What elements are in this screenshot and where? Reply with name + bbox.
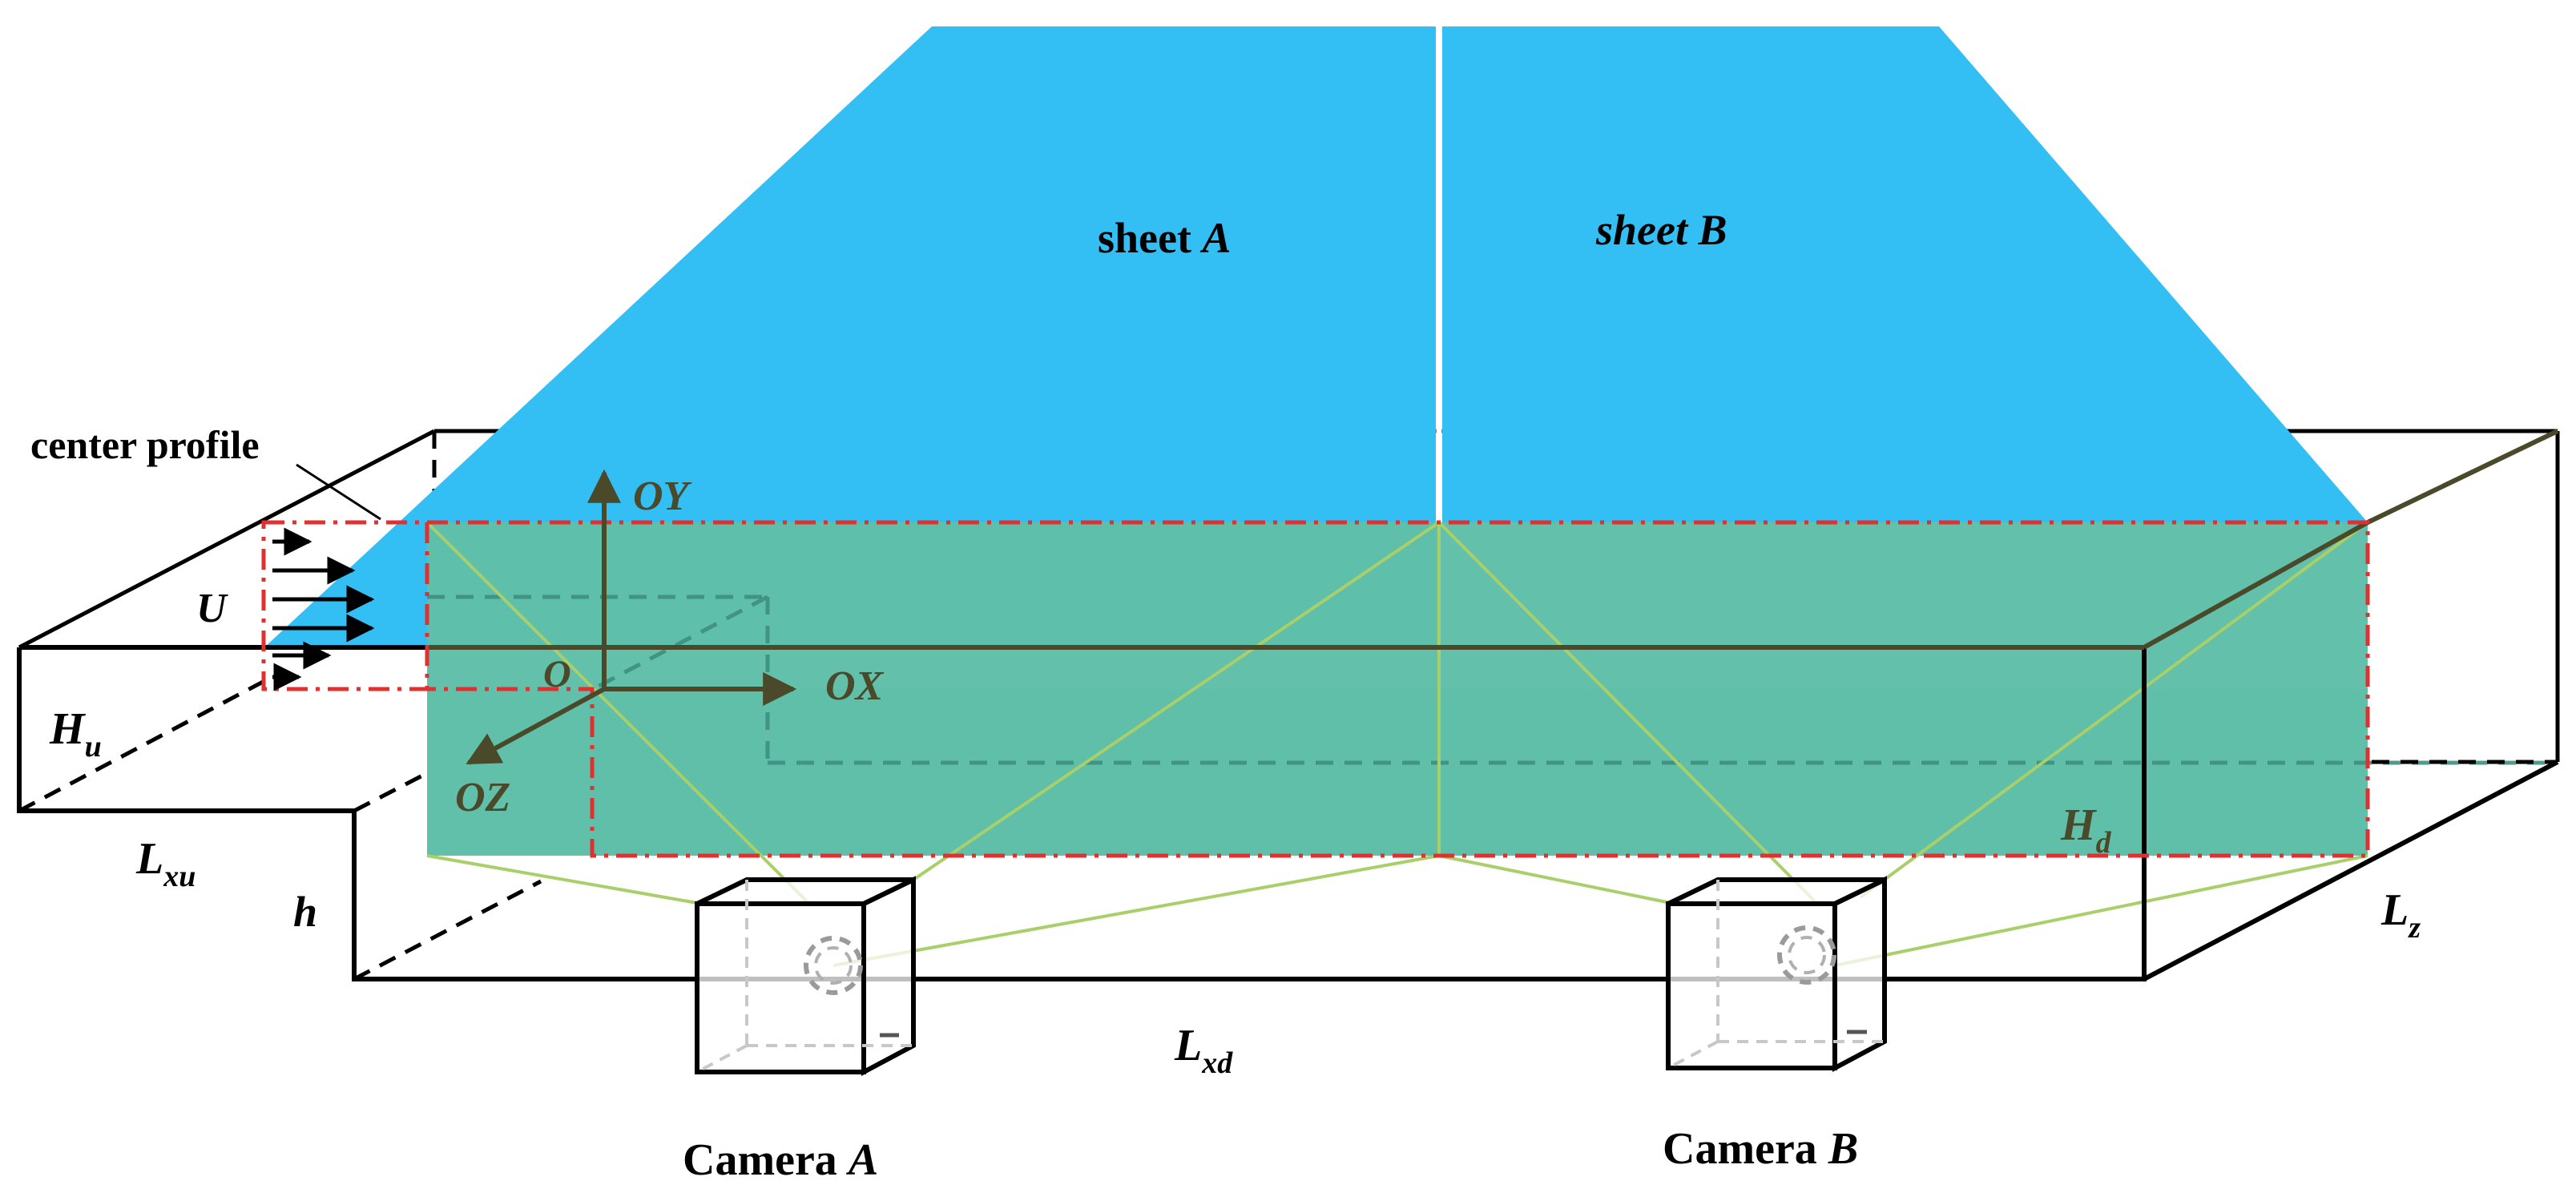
channel-dashed-front bbox=[18, 679, 542, 981]
hu-label: Hu bbox=[49, 704, 102, 764]
sheet-b-label: sheet B bbox=[1595, 206, 1727, 254]
channel-outline bbox=[17, 429, 2559, 981]
camera-b-label: Camera B bbox=[1663, 1124, 1858, 1174]
lxd-label: Lxd bbox=[1174, 1021, 1233, 1080]
coordinate-axes bbox=[466, 469, 797, 765]
hd-label: Hd bbox=[2060, 800, 2112, 860]
center-profile-border bbox=[261, 520, 2370, 858]
center-profile-leader bbox=[296, 463, 381, 521]
sheet-a-label: sheet A bbox=[1098, 214, 1232, 262]
lxu-label: Lxu bbox=[135, 834, 196, 893]
oz-axis bbox=[466, 687, 606, 765]
channel-hidden-edges bbox=[427, 594, 2558, 765]
camera-b bbox=[1666, 876, 1887, 1072]
origin-label: O bbox=[543, 653, 571, 695]
camera-a bbox=[695, 876, 916, 1076]
laser-sheet-b bbox=[1442, 26, 2368, 522]
center-profile-label: center profile bbox=[30, 422, 260, 467]
camera-a-label: Camera A bbox=[683, 1135, 878, 1185]
h-label: h bbox=[293, 888, 317, 936]
ox-label: OX bbox=[825, 663, 885, 709]
camera-rays bbox=[425, 521, 2369, 967]
lz-label: Lz bbox=[2380, 885, 2421, 945]
laser-sheet-a bbox=[264, 26, 1436, 647]
inflow-arrows bbox=[272, 527, 375, 691]
oy-label: OY bbox=[633, 474, 692, 519]
measurement-plane-lower bbox=[592, 689, 2368, 856]
u-label: U bbox=[196, 586, 228, 631]
oz-label: OZ bbox=[455, 775, 510, 820]
